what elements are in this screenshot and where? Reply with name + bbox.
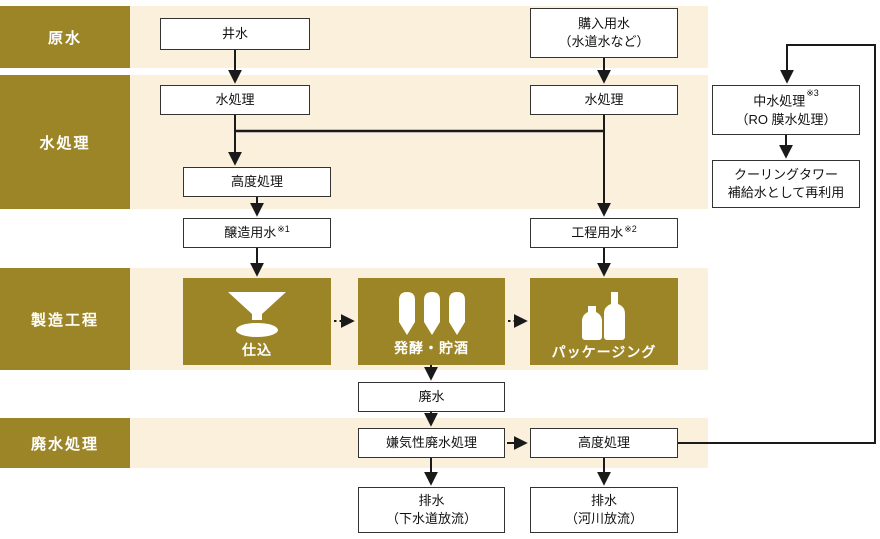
recycled-water-line2: （RO 膜水処理） [735, 111, 837, 127]
node-mashing: 仕込 [183, 278, 331, 365]
node-packaging: パッケージング [530, 278, 678, 365]
node-advanced-treatment: 高度処理 [183, 167, 331, 197]
packaging-bottles-icon [578, 290, 630, 342]
note-ref-2: ※2 [624, 223, 637, 234]
note-ref-3: ※3 [806, 88, 819, 99]
row-label-manufacturing: 製造工程 [0, 268, 130, 370]
node-cooling-tower-reuse: クーリングタワー 補給水として再利用 [712, 160, 860, 208]
note-ref-1: ※1 [277, 223, 290, 234]
node-fermentation-storage: 発酵・貯酒 [358, 278, 505, 365]
node-drainage-sewer: 排水 （下水道放流） [358, 487, 505, 533]
node-drainage-river: 排水 （河川放流） [530, 487, 678, 533]
packaging-label: パッケージング [551, 344, 657, 360]
recycled-water-text: 中水処理※3 （RO 膜水処理） [735, 88, 837, 129]
fermentation-tanks-icon [397, 290, 467, 338]
node-advanced-wastewater-treatment: 高度処理 [530, 428, 678, 458]
node-well-water: 井水 [160, 18, 310, 50]
row-label-wastewater-treatment: 廃水処理 [0, 418, 130, 468]
node-anaerobic-treatment: 嫌気性廃水処理 [358, 428, 505, 458]
node-water-treatment-left: 水処理 [160, 85, 310, 115]
mash-funnel-icon [226, 290, 288, 340]
node-wastewater: 廃水 [358, 382, 505, 412]
row-label-water-treatment: 水処理 [0, 75, 130, 209]
process-water-label: 工程用水 [571, 224, 624, 240]
node-recycled-water-treatment: 中水処理※3 （RO 膜水処理） [712, 85, 860, 135]
node-brewing-water: 醸造用水※1 [183, 218, 331, 248]
node-water-treatment-right: 水処理 [530, 85, 678, 115]
row-label-raw-water: 原水 [0, 6, 130, 68]
mashing-label: 仕込 [242, 342, 272, 358]
recycled-water-line1: 中水処理※3 [753, 88, 819, 109]
fermentation-storage-label: 発酵・貯酒 [394, 340, 469, 356]
node-process-water: 工程用水※2 [530, 218, 678, 248]
node-purchased-water: 購入用水 （水道水など） [530, 8, 678, 58]
brewing-water-label: 醸造用水 [224, 224, 277, 240]
